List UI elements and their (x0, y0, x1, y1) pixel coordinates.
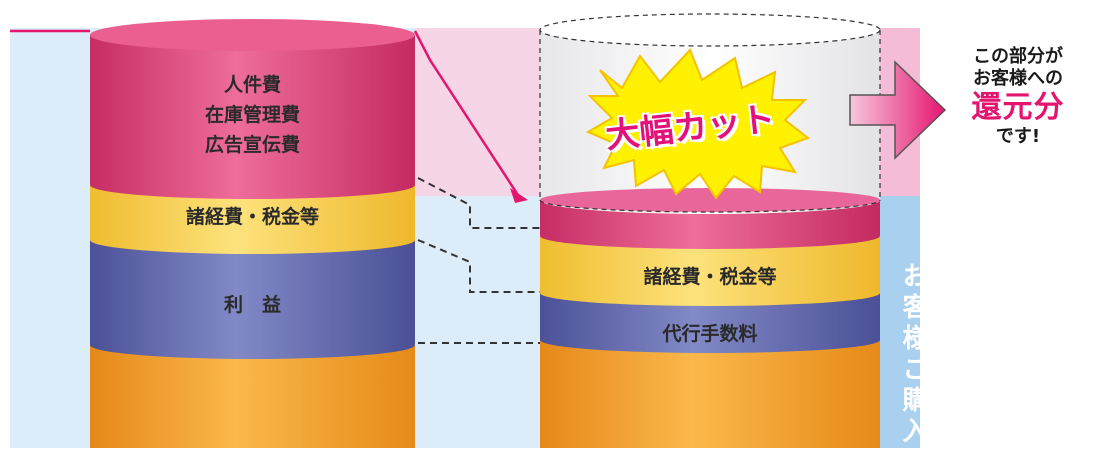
left-orange-body (90, 345, 415, 452)
label-inventory: 在庫管理費 (204, 104, 300, 126)
right-dashed-bottom (539, 199, 881, 213)
right-top-ellipse-dashed (539, 13, 881, 47)
left-expenses-label: 諸経費・税金等 (185, 206, 319, 228)
callout-emphasis: 還元分 (971, 90, 1065, 125)
callout-line2: お客様への (973, 68, 1063, 89)
label-advertising: 広告宣伝費 (204, 134, 300, 156)
right-fee-label: 代行手数料 (662, 323, 758, 345)
left-cost-labels: 人件費 在庫管理費 広告宣伝費 (130, 70, 375, 160)
left-profit-label: 利 益 (223, 294, 281, 316)
guide-line-diagonal (413, 30, 520, 196)
right-orange-body (540, 340, 880, 452)
label-personnel: 人件費 (223, 74, 281, 96)
return-callout: この部分が お客様への 還元分 です! (950, 46, 1086, 148)
starburst-shape (585, 48, 811, 200)
callout-line1: この部分が (973, 46, 1063, 67)
callout-line3: です! (995, 126, 1041, 147)
guide-arrowhead (510, 188, 528, 203)
left-pink-band (90, 35, 415, 199)
blue-panel (880, 196, 920, 448)
right-blue-band (540, 293, 880, 353)
right-yellow-band (540, 236, 880, 306)
left-yellow-band (90, 185, 415, 255)
callout-arrow (849, 60, 947, 160)
left-cylinder (90, 19, 415, 452)
right-expenses-label: 諸経費・税金等 (643, 266, 777, 288)
right-pink-top (540, 188, 880, 212)
connector-top (417, 177, 540, 229)
side-purchase-label: お客様ご購入 (898, 262, 928, 448)
left-top-ellipse (90, 19, 415, 51)
connector-mid (417, 239, 540, 293)
right-pink-band (540, 200, 880, 249)
right-cylinder (539, 13, 881, 452)
left-blue-band (90, 240, 415, 360)
